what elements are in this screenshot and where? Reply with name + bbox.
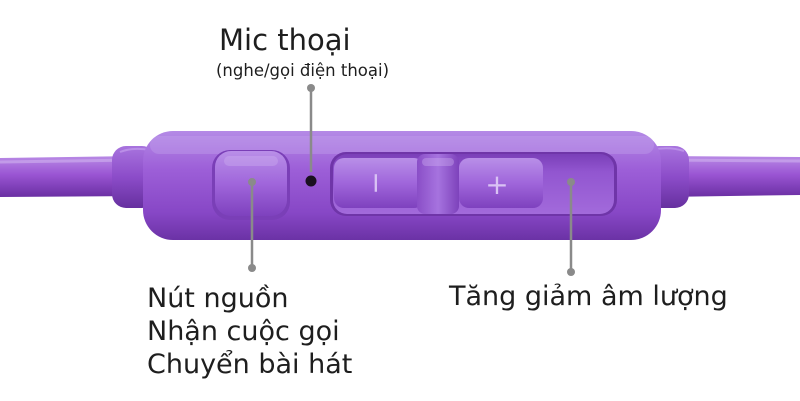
mic-pointer [307, 84, 315, 172]
volume-slider-knob [417, 154, 459, 214]
power-label-line-3: Chuyển bài hát [147, 349, 353, 380]
power-label-line-2: Nhận cuộc gọi [147, 316, 340, 347]
volume-up-button[interactable] [459, 158, 543, 208]
volume-pointer [567, 178, 575, 276]
volume-down-button[interactable] [334, 158, 424, 208]
volume-rocker[interactable]: − + [330, 152, 617, 216]
microphone-hole-icon [305, 175, 317, 187]
volume-label: Tăng giảm âm lượng [449, 281, 728, 312]
plus-icon: + [485, 168, 508, 201]
mic-label: Mic thoại [219, 23, 351, 57]
power-pointer [248, 178, 256, 272]
mic-sublabel: (nghe/gọi điện thoại) [216, 61, 390, 80]
power-label-line-1: Nút nguồn [147, 283, 289, 314]
minus-icon: − [360, 171, 393, 194]
power-button-label: Nút nguồn Nhận cuộc gọi Chuyển bài hát [147, 282, 352, 381]
